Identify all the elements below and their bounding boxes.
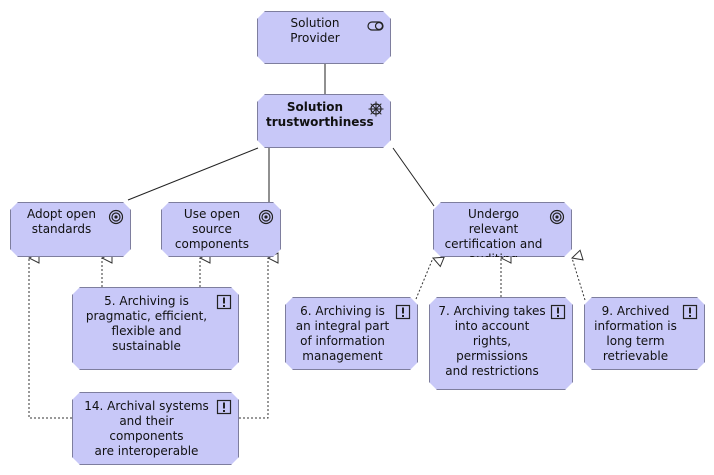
realization-arrow bbox=[415, 258, 433, 300]
node-label: Adopt open standards bbox=[26, 207, 97, 236]
association-line bbox=[127, 147, 259, 201]
node-label: 7. Archiving takes into account rights, … bbox=[438, 304, 546, 378]
association-line bbox=[392, 147, 435, 207]
realization-arrow bbox=[29, 258, 72, 419]
node-label: Solution Provider bbox=[290, 16, 340, 45]
principle-5-node[interactable]: 5. Archiving is pragmatic, efficient, fl… bbox=[72, 287, 239, 370]
principle-icon bbox=[216, 294, 232, 310]
node-label: 6. Archiving is an integral part of info… bbox=[295, 304, 390, 363]
goal-icon bbox=[549, 209, 565, 225]
driver-icon bbox=[368, 101, 384, 117]
principle-icon bbox=[550, 304, 566, 320]
solution-trustworthiness-node[interactable]: Solution trustworthiness bbox=[257, 94, 391, 148]
principle-9-node[interactable]: 9. Archived information is long term ret… bbox=[584, 297, 705, 370]
realization-arrow bbox=[572, 258, 586, 301]
node-label: 14. Archival systems and their component… bbox=[84, 399, 209, 458]
principle-icon bbox=[216, 399, 232, 415]
node-label: Use open source components bbox=[174, 207, 250, 251]
goal-icon bbox=[258, 209, 274, 225]
undergo-certification-node[interactable]: Undergo relevant certification and audit… bbox=[433, 202, 572, 257]
realization-arrow bbox=[239, 258, 268, 419]
principle-7-node[interactable]: 7. Archiving takes into account rights, … bbox=[429, 297, 573, 390]
adopt-open-standards-node[interactable]: Adopt open standards bbox=[10, 202, 131, 257]
solution-provider-node[interactable]: Solution Provider bbox=[257, 11, 391, 64]
role-icon bbox=[366, 18, 384, 34]
node-label: Solution trustworthiness bbox=[266, 100, 374, 129]
goal-icon bbox=[108, 209, 124, 225]
principle-14-node[interactable]: 14. Archival systems and their component… bbox=[72, 392, 239, 465]
principle-icon bbox=[682, 304, 698, 320]
use-open-source-node[interactable]: Use open source components bbox=[161, 202, 281, 257]
principle-icon bbox=[395, 304, 411, 320]
principle-6-node[interactable]: 6. Archiving is an integral part of info… bbox=[285, 297, 418, 370]
node-label: 5. Archiving is pragmatic, efficient, fl… bbox=[85, 294, 208, 353]
node-label: 9. Archived information is long term ret… bbox=[594, 304, 677, 363]
